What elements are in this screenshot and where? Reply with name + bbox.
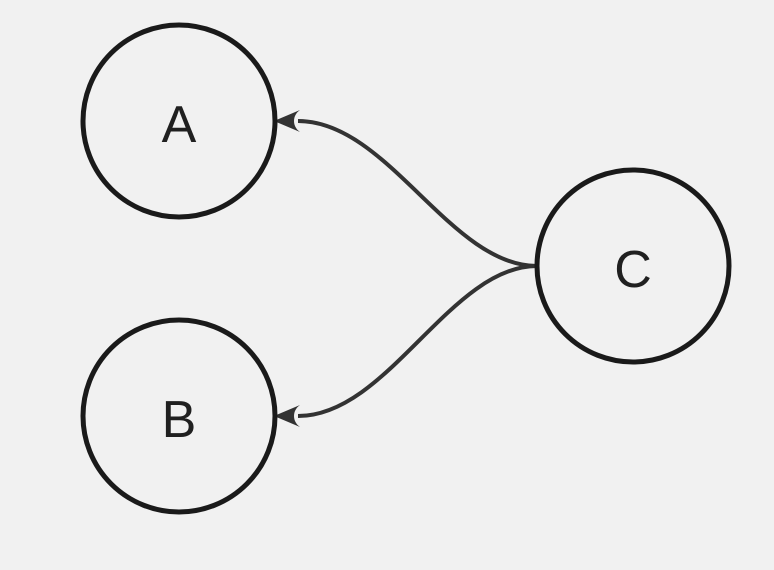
edge-C-A <box>274 110 538 268</box>
edge-C-B <box>274 264 538 427</box>
node-label-B: B <box>162 391 197 449</box>
node-label-C: C <box>614 241 652 299</box>
node-circle-C <box>534 167 732 365</box>
node-circle-A <box>80 22 278 220</box>
node-circle-B <box>80 317 278 515</box>
node-label-A: A <box>162 96 197 154</box>
